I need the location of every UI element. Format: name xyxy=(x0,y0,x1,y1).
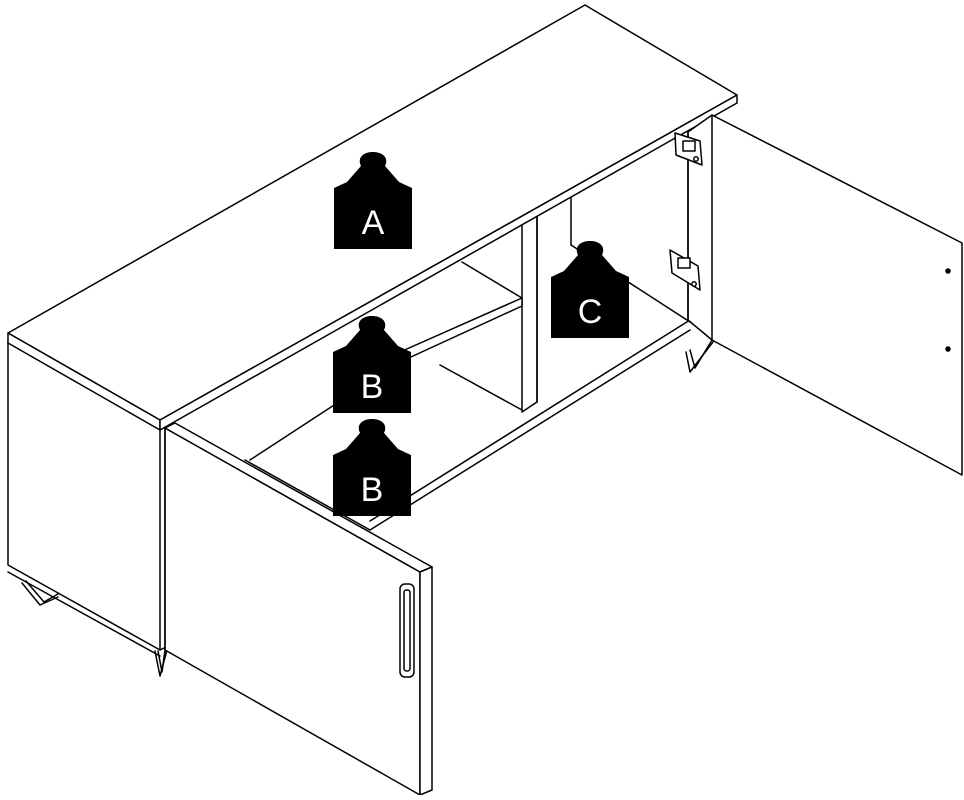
cabinet-legs xyxy=(21,337,717,677)
door-handle-icon xyxy=(399,583,415,678)
weight-label: A xyxy=(362,204,385,242)
right-door xyxy=(687,114,963,476)
weight-b-shelf: B xyxy=(333,316,411,413)
hinge-lower xyxy=(669,249,701,291)
weight-label: B xyxy=(361,471,384,509)
hinge-upper xyxy=(674,132,703,166)
vertical-divider xyxy=(521,211,538,413)
weight-label: C xyxy=(578,293,603,331)
left-door xyxy=(164,422,433,796)
weight-a: A xyxy=(334,152,412,249)
door-hinges xyxy=(669,132,703,291)
weight-label: B xyxy=(361,368,384,406)
cabinet-interior xyxy=(168,110,730,531)
weight-b-bottom: B xyxy=(333,419,411,516)
weight-c: C xyxy=(551,241,629,338)
